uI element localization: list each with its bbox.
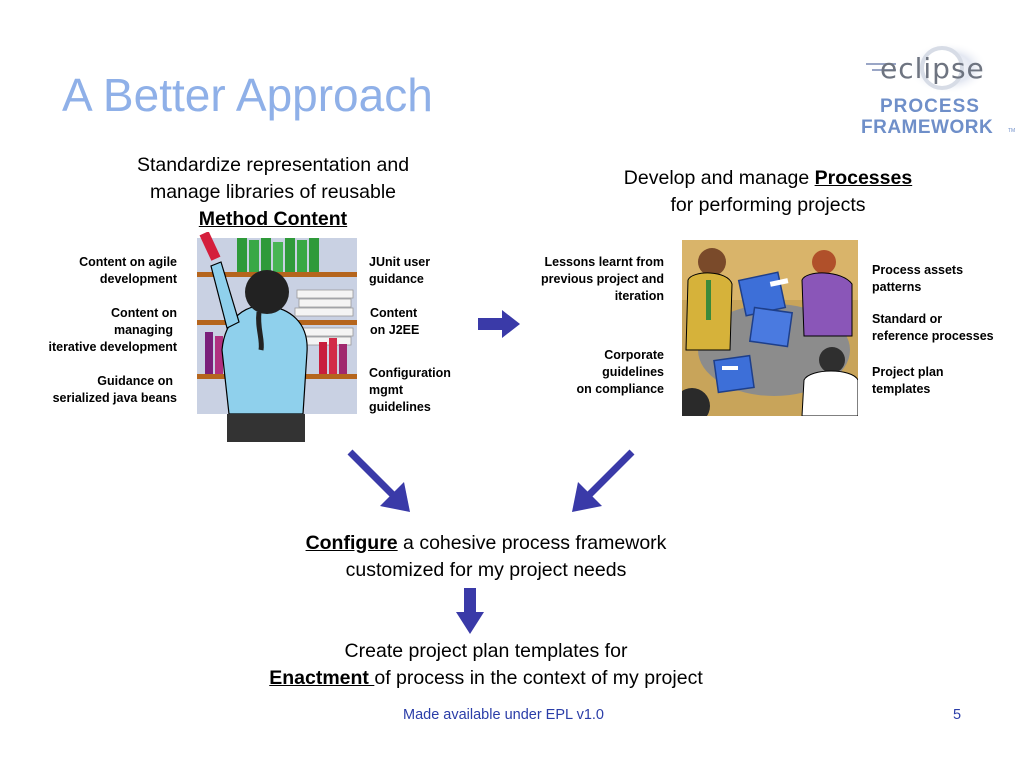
right-item-plan-templates: Project plan templates — [872, 364, 1022, 398]
mid-right-item-corporate-line: on compliance — [576, 382, 664, 396]
logo-tm: TM — [1008, 128, 1016, 134]
processes-heading: Develop and manage Processes for perform… — [568, 165, 968, 219]
right-item-standard: Standard or reference processes — [872, 311, 1022, 345]
left-item-agile: Content on agile development — [20, 254, 177, 288]
method-content-heading: Standardize representation and manage li… — [98, 152, 448, 233]
method-content-emph: Method Content — [198, 208, 348, 230]
method-content-line2: manage libraries of reusable — [149, 181, 397, 203]
left-item-iterative-line: managing — [113, 323, 173, 337]
eclipse-logo: eclipse PROCESS FRAMEWORK TM — [858, 40, 1018, 140]
enactment-emph: Enactment — [269, 667, 375, 689]
mid-right-item-lessons-line: iteration — [614, 289, 664, 303]
left-item-agile-line: Content on agile — [79, 255, 177, 269]
mid-left-item-junit-line: JUnit user — [369, 255, 431, 269]
left-item-agile-line: development — [99, 272, 177, 286]
right-item-process-assets-line: patterns — [872, 280, 922, 294]
left-item-java-beans: Guidance on serialized java beans — [10, 373, 177, 407]
left-item-iterative-line: iterative development — [48, 340, 177, 354]
right-item-plan-templates-line: templates — [872, 382, 931, 396]
mid-right-item-corporate-line: Corporate — [604, 348, 664, 362]
footer-license: Made available under EPL v1.0 — [403, 707, 604, 723]
configure-emph: Configure — [305, 532, 398, 554]
down-left-arrow-icon — [572, 449, 635, 512]
librarian-clipart — [197, 231, 359, 444]
mid-left-item-config-line: mgmt — [369, 383, 404, 397]
left-item-java-beans-line: Guidance on — [97, 374, 173, 388]
team-meeting-clipart — [674, 240, 859, 424]
mid-left-item-config-line: Configuration — [369, 366, 451, 380]
processes-line2: for performing projects — [670, 194, 866, 216]
page-number: 5 — [953, 707, 962, 723]
mid-left-item-j2ee-line: Content — [370, 306, 418, 320]
mid-left-item-j2ee-line: on J2EE — [370, 323, 420, 337]
left-item-iterative: Content on managing iterative developmen… — [10, 305, 177, 356]
logo-brand: eclipse — [880, 52, 985, 85]
right-item-plan-templates-line: Project plan — [872, 365, 944, 379]
mid-right-item-lessons-line: previous project and — [541, 272, 664, 286]
method-content-line1: Standardize representation and — [136, 154, 410, 176]
configure-rest: a cohesive process framework — [397, 532, 667, 554]
mid-left-item-config: Configuration mgmt guidelines — [369, 365, 479, 416]
mid-right-item-corporate-line: guidelines — [602, 365, 664, 379]
right-item-standard-line: reference processes — [872, 329, 994, 343]
processes-emph: Processes — [814, 167, 913, 189]
configure-heading: Configure a cohesive process framework c… — [236, 530, 736, 584]
mid-left-item-junit-line: guidance — [369, 272, 424, 286]
enactment-line1: Create project plan templates for — [344, 640, 628, 662]
mid-left-item-j2ee: Content on J2EE — [370, 305, 480, 339]
right-item-process-assets: Process assets patterns — [872, 262, 1022, 296]
mid-right-item-lessons-line: Lessons learnt from — [544, 255, 664, 269]
left-item-iterative-line: Content on — [111, 306, 177, 320]
logo-line1: PROCESS — [880, 96, 980, 117]
mid-right-item-lessons: Lessons learnt from previous project and… — [494, 254, 664, 305]
mid-left-item-config-line: guidelines — [369, 400, 431, 414]
logo-line2: FRAMEWORK — [861, 117, 994, 138]
enactment-rest: of process in the context of my project — [374, 667, 703, 689]
processes-lead: Develop and manage — [623, 167, 815, 189]
mid-right-item-corporate: Corporate guidelines on compliance — [494, 347, 664, 398]
enactment-heading: Create project plan templates for Enactm… — [206, 638, 766, 692]
right-item-standard-line: Standard or — [872, 312, 943, 326]
mid-left-item-junit: JUnit user guidance — [369, 254, 479, 288]
eclipse-logo-emblem-icon — [866, 42, 988, 94]
librarian-illustration-icon — [197, 231, 357, 442]
configure-line2: customized for my project needs — [345, 559, 627, 581]
team-meeting-illustration-icon — [674, 240, 859, 424]
down-arrow-icon — [456, 588, 484, 634]
down-right-arrow-icon — [347, 449, 410, 512]
right-item-process-assets-line: Process assets — [872, 263, 964, 277]
slide-title: A Better Approach — [62, 69, 433, 121]
left-item-java-beans-line: serialized java beans — [52, 391, 177, 405]
right-arrow-icon — [478, 310, 520, 338]
